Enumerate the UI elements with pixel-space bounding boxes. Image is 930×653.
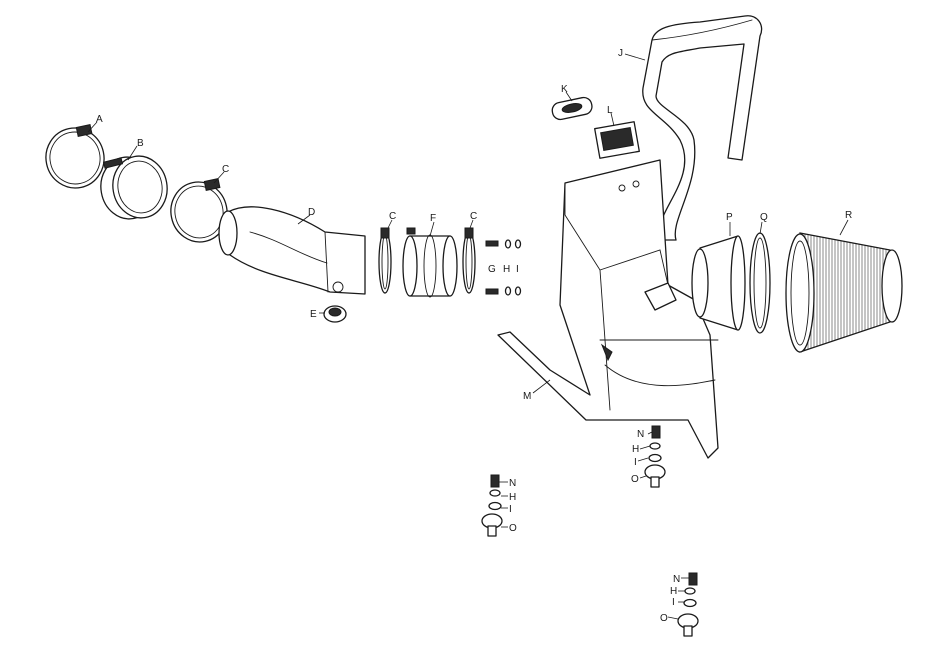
label-b: B: [137, 138, 144, 149]
part-k-badge: [551, 96, 593, 121]
label-i: I: [634, 457, 637, 468]
label-o: O: [509, 523, 517, 534]
label-f: F: [430, 213, 436, 224]
label-h: H: [632, 444, 639, 455]
label-n: N: [637, 429, 644, 440]
part-m-heat-shield: [497, 159, 719, 459]
part-j-shield-rod: [642, 15, 763, 241]
label-q: Q: [760, 212, 768, 223]
label-m: M: [523, 391, 531, 402]
label-h: H: [509, 492, 516, 503]
part-p-adapter: [691, 235, 746, 331]
label-g: G: [488, 264, 496, 275]
label-o: O: [660, 613, 668, 624]
part-a-hose-clamp: [45, 124, 105, 189]
label-a: A: [96, 114, 103, 125]
part-f-coupler: [402, 227, 458, 298]
label-h: H: [670, 586, 677, 597]
part-c-hose-clamp-2: [378, 227, 392, 294]
label-l: L: [607, 105, 613, 116]
label-d: D: [308, 207, 315, 218]
label-h: H: [503, 264, 510, 275]
label-i: I: [509, 504, 512, 515]
part-q-ring: [749, 232, 771, 334]
label-n: N: [673, 574, 680, 585]
part-l-logo-plate: [594, 121, 640, 159]
label-p: P: [726, 212, 733, 223]
part-b-coupler: [100, 155, 168, 220]
label-c: C: [389, 211, 396, 222]
label-n: N: [509, 478, 516, 489]
part-g-bolts: [485, 239, 522, 296]
label-c: C: [222, 164, 229, 175]
part-d-intake-tube: [218, 206, 366, 295]
label-e: E: [310, 309, 317, 320]
hardware-set-2: [481, 474, 503, 537]
label-i: I: [516, 264, 519, 275]
label-c: C: [470, 211, 477, 222]
label-i: I: [672, 597, 675, 608]
part-e-grommet: [323, 305, 347, 323]
label-j: J: [618, 48, 623, 59]
part-labels: A B C D E C F C G H I J K L M P Q R N H …: [96, 48, 852, 624]
part-c-hose-clamp-3: [462, 227, 476, 294]
hardware-set-1: [644, 425, 666, 488]
label-k: K: [561, 84, 568, 95]
label-r: R: [845, 210, 852, 221]
part-c-hose-clamp-1: [170, 178, 228, 243]
part-r-air-filter: [785, 232, 903, 353]
hardware-set-3: [677, 572, 699, 637]
label-o: O: [631, 474, 639, 485]
leader-lines: [87, 53, 849, 620]
